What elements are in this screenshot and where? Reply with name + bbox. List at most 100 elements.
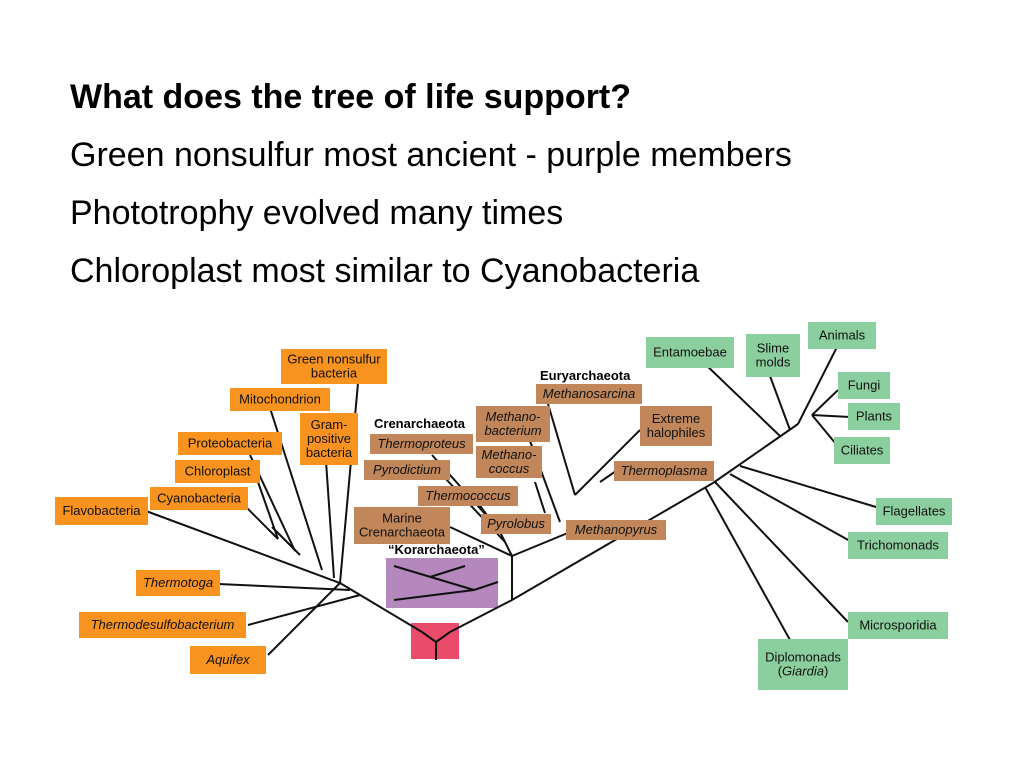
archaea-label-2: Thermococcus	[418, 486, 518, 506]
eukarya-label-5: Ciliates	[834, 437, 890, 464]
crenarchaeota-header: Crenarchaeota	[374, 416, 466, 431]
bacteria-label-7-text-0: Thermotoga	[143, 575, 213, 590]
eukarya-label-0-text-0: Entamoebae	[653, 345, 727, 360]
archaea-label-0-text-0: Thermoproteus	[377, 436, 466, 451]
bacteria-label-1: Mitochondrion	[230, 388, 330, 411]
archaea-label-4: Pyrolobus	[481, 514, 551, 534]
bacteria-label-5-text-0: Cyanobacteria	[157, 491, 242, 506]
bacteria-label-5-box	[150, 487, 248, 510]
eukarya-label-7-box	[848, 532, 948, 559]
eukarya-label-2: Animals	[808, 322, 876, 349]
bacteria-label-3-text-0: Proteobacteria	[188, 436, 273, 451]
archaea-label-6-box	[476, 406, 550, 442]
bacteria-label-2-text-1: positive	[307, 431, 351, 446]
eukarya-label-1-text-1: molds	[756, 355, 791, 370]
bacteria-label-7-box	[136, 570, 220, 596]
archaea-label-4-box	[481, 514, 551, 534]
korarchaeota-header: “Korarchaeota”	[388, 542, 485, 557]
eukarya-label-5-text-0: Ciliates	[841, 443, 884, 458]
slide-text: What does the tree of life support? Gree…	[70, 68, 792, 300]
archaea-label-5-box	[536, 384, 642, 404]
archaea-label-9-box	[614, 461, 714, 481]
bacteria-label-4: Chloroplast	[175, 460, 260, 483]
bacteria-label-8-box	[79, 612, 246, 638]
bacteria-label-2-text-2: bacteria	[306, 445, 353, 460]
bacteria-label-8-text-0: Thermodesulfobacterium	[91, 617, 235, 632]
bacteria-label-9-text-0: Aquifex	[205, 652, 250, 667]
archaea-label-2-text-0: Thermococcus	[425, 488, 511, 503]
bacteria-label-3-box	[178, 432, 282, 455]
eukarya-label-9-text-0: Diplomonads	[765, 650, 841, 665]
eukarya-label-5-box	[834, 437, 890, 464]
tree-branches	[145, 344, 877, 660]
eukarya-label-4: Plants	[848, 403, 900, 430]
archaea-label-3-box	[354, 507, 450, 544]
archaea-label-9-text-0: Thermoplasma	[621, 463, 708, 478]
archaea-label-6: Methano-bacterium	[476, 406, 550, 442]
archaea-label-8-text-1: halophiles	[647, 425, 706, 440]
korarchaeota-box	[386, 558, 498, 608]
archaea-label-7-box	[476, 446, 542, 478]
eukarya-label-8: Microsporidia	[848, 612, 948, 639]
archaea-label-0-box	[370, 434, 473, 454]
eukarya-label-4-box	[848, 403, 900, 430]
archaea-label-8-box	[640, 406, 712, 446]
archaea-label-5: Methanosarcina	[536, 384, 642, 404]
bacteria-label-3: Proteobacteria	[178, 432, 282, 455]
archaea-label-10-box	[566, 520, 666, 540]
bacteria-label-1-text-0: Mitochondrion	[239, 392, 321, 407]
eukarya-label-9-box	[758, 639, 848, 690]
eukarya-label-4-text-0: Plants	[856, 409, 893, 424]
bullet-3: Chloroplast most similar to Cyanobacteri…	[70, 252, 700, 290]
bacteria-label-9-box	[190, 646, 266, 674]
archaea-label-1: Pyrodictium	[364, 460, 450, 480]
archaea-label-1-text-0: Pyrodictium	[373, 462, 441, 477]
bacteria-label-0-text-1: bacteria	[311, 366, 358, 381]
eukarya-label-0-box	[646, 337, 734, 368]
archaea-label-6-text-0: Methano-	[486, 409, 542, 424]
euryarchaeota-header: Euryarchaeota	[540, 368, 631, 383]
eukarya-label-6-box	[876, 498, 952, 525]
eukarya-label-7: Trichomonads	[848, 532, 948, 559]
eukarya-label-7-text-0: Trichomonads	[857, 538, 939, 553]
archaea-label-7-text-1: coccus	[489, 461, 530, 476]
archaea-label-4-text-0: Pyrolobus	[487, 516, 545, 531]
bacteria-label-6-text-0: Flavobacteria	[62, 503, 141, 518]
archaea-label-3-text-0: Marine	[382, 511, 422, 526]
bacteria-label-4-box	[175, 460, 260, 483]
bacteria-label-0-text-0: Green nonsulfur	[287, 352, 381, 367]
bacteria-label-8: Thermodesulfobacterium	[79, 612, 246, 638]
archaea-label-1-box	[364, 460, 450, 480]
archaea-label-5-text-0: Methanosarcina	[543, 386, 636, 401]
bacteria-label-1-box	[230, 388, 330, 411]
archaea-label-9: Thermoplasma	[614, 461, 714, 481]
bacteria-label-5: Cyanobacteria	[150, 487, 248, 510]
eukarya-label-3-box	[838, 372, 890, 399]
eukarya-label-1-text-0: Slime	[757, 341, 790, 356]
eukarya-label-9-text-1: (Giardia)	[778, 664, 829, 679]
bacteria-label-2-box	[300, 413, 358, 465]
eukarya-label-8-box	[848, 612, 948, 639]
archaea-label-10-text-0: Methanopyrus	[575, 522, 658, 537]
bullet-2: Phototrophy evolved many times	[70, 194, 564, 232]
eukarya-label-1-box	[746, 334, 800, 377]
archaea-label-8-text-0: Extreme	[652, 411, 700, 426]
eukarya-label-8-text-0: Microsporidia	[859, 618, 937, 633]
archaea-label-6-text-1: bacterium	[484, 423, 541, 438]
bacteria-label-0-box	[281, 349, 387, 384]
eukarya-label-3-text-0: Fungi	[848, 378, 881, 393]
bacteria-label-7: Thermotoga	[136, 570, 220, 596]
bacteria-label-4-text-0: Chloroplast	[185, 464, 251, 479]
bacteria-label-6: Flavobacteria	[55, 497, 148, 525]
archaea-label-2-box	[418, 486, 518, 506]
eukarya-label-6-text-0: Flagellates	[883, 504, 946, 519]
bacteria-label-6-box	[55, 497, 148, 525]
eukarya-label-6: Flagellates	[876, 498, 952, 525]
tree-labels: Green nonsulfurbacteriaMitochondrionGram…	[55, 322, 952, 690]
